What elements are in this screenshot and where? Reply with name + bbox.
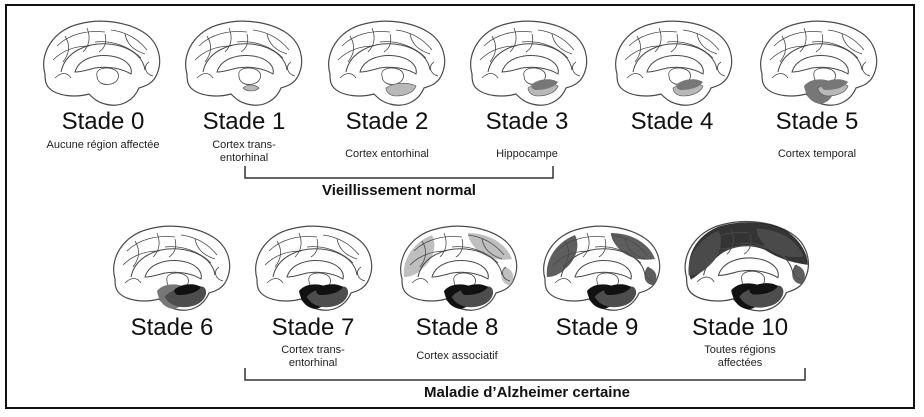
stage-description: Cortex trans- entorhinal bbox=[212, 139, 276, 165]
brain-stade-2 bbox=[320, 16, 450, 112]
stage-label: Stade 10 bbox=[692, 316, 788, 340]
stage-description: Cortex entorhinal bbox=[345, 148, 429, 161]
stage-description: Cortex trans- entorhinal bbox=[281, 344, 345, 370]
brain-stade-10 bbox=[675, 216, 815, 318]
stage-description: Cortex associatif bbox=[416, 350, 497, 363]
stage-label: Stade 2 bbox=[346, 110, 429, 134]
stage-description: Toutes régions affectées bbox=[704, 344, 776, 370]
brain-stade-8 bbox=[392, 221, 522, 317]
stage-label: Stade 4 bbox=[631, 110, 714, 134]
brain-stade-5 bbox=[752, 16, 882, 112]
brain-stade-1 bbox=[177, 16, 307, 112]
brain-stade-9 bbox=[535, 221, 665, 317]
stage-label: Stade 3 bbox=[486, 110, 569, 134]
alzheimer-bracket bbox=[243, 368, 807, 382]
stage-label: Stade 5 bbox=[776, 110, 859, 134]
stage-description: Cortex temporal bbox=[778, 148, 856, 161]
normal-aging-bracket bbox=[243, 166, 555, 180]
stage-description: Aucune région affectée bbox=[47, 139, 160, 152]
stage-label: Stade 0 bbox=[62, 110, 145, 134]
brain-stade-6 bbox=[105, 221, 235, 317]
alzheimer-title: Maladie d’Alzheimer certaine bbox=[424, 384, 630, 401]
stage-label: Stade 1 bbox=[203, 110, 286, 134]
brain-stade-4 bbox=[607, 16, 737, 112]
stage-label: Stade 6 bbox=[131, 316, 214, 340]
brain-stade-7 bbox=[247, 221, 377, 317]
normal-aging-title: Vieillissement normal bbox=[322, 182, 476, 199]
stage-label: Stade 7 bbox=[272, 316, 355, 340]
stage-label: Stade 9 bbox=[556, 316, 639, 340]
stage-description: Hippocampe bbox=[496, 148, 558, 161]
brain-stade-0 bbox=[35, 16, 165, 112]
diagram-frame: Stade 0 Stade 1 Stade 2 Stade 3 Stade 4 … bbox=[5, 4, 915, 409]
stage-label: Stade 8 bbox=[416, 316, 499, 340]
brain-stade-3 bbox=[462, 16, 592, 112]
